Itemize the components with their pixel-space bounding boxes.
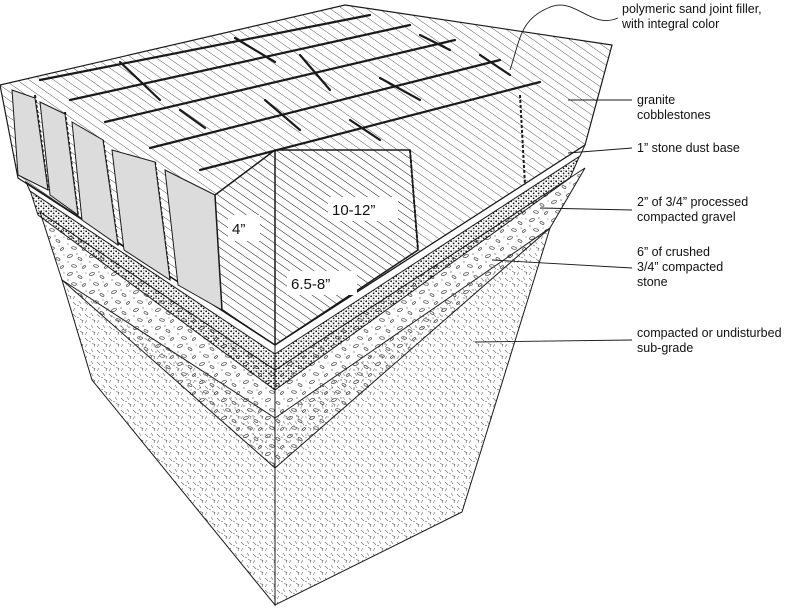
- callout-cobblestones-line2: cobblestones: [637, 108, 711, 122]
- callout-subgrade: compacted or undisturbed sub-grade: [637, 326, 782, 356]
- callout-crushed-stone-line2: 3/4” compacted: [637, 260, 724, 274]
- leader-lines: [474, 4, 633, 343]
- dimension-length: 10-12”: [332, 202, 375, 219]
- dimension-height: 4”: [232, 221, 245, 238]
- callout-gravel-line2: compacted gravel: [637, 210, 736, 224]
- callout-subgrade-line2: sub-grade: [637, 341, 694, 355]
- callout-stone-dust-line1: 1” stone dust base: [637, 141, 740, 155]
- callout-stone-dust: 1” stone dust base: [637, 141, 740, 156]
- featured-cobblestone: 10-12” 4” 6.5-8”: [214, 149, 419, 346]
- callout-crushed-stone-line1: 6” of crushed: [637, 245, 710, 259]
- callout-joint-filler-line2: with integral color: [622, 17, 720, 31]
- callout-crushed-stone: 6” of crushed 3/4” compacted stone: [637, 245, 723, 290]
- callout-gravel: 2” of 3/4” processed compacted gravel: [637, 195, 748, 225]
- callout-crushed-stone-line3: stone: [637, 275, 668, 289]
- callout-gravel-line1: 2” of 3/4” processed: [637, 195, 749, 209]
- callout-subgrade-line1: compacted or undisturbed: [637, 326, 782, 340]
- callout-joint-filler-line1: polymeric sand joint filler,: [622, 2, 762, 16]
- dimension-width: 6.5-8”: [291, 276, 330, 293]
- callout-joint-filler: polymeric sand joint filler, with integr…: [622, 2, 762, 32]
- callout-cobblestones-line1: granite: [637, 93, 676, 107]
- callout-cobblestones: granite cobblestones: [637, 93, 711, 123]
- cobblestone-side-faces: [11, 89, 223, 311]
